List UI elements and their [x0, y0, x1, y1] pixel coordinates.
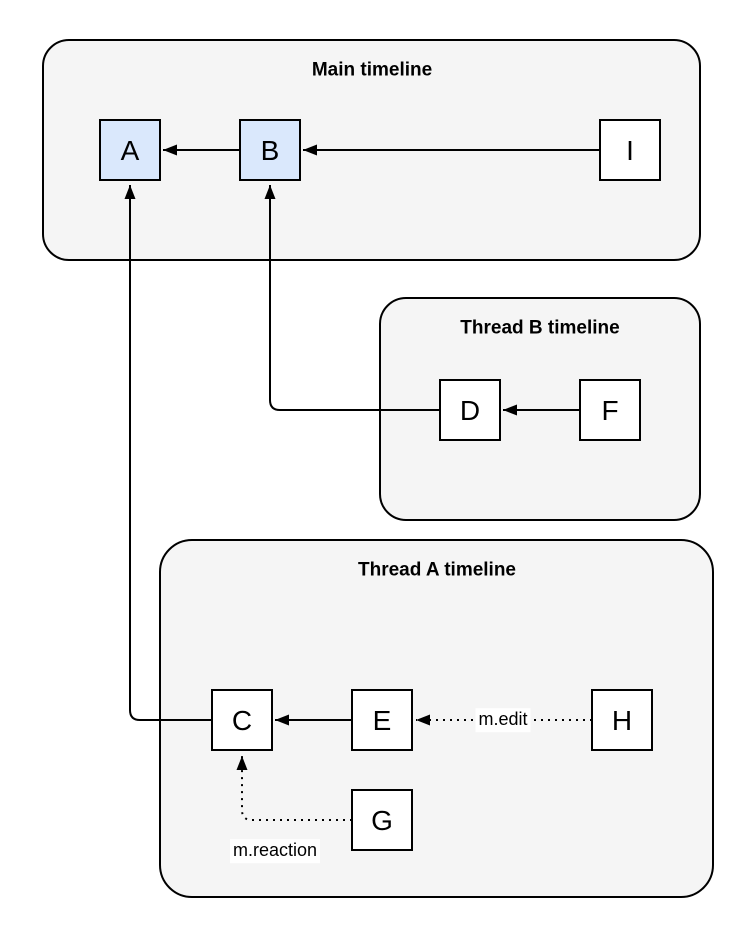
edge-c-to-a	[124, 185, 212, 721]
container-thread-a-timeline	[159, 539, 714, 898]
node-a-label: A	[120, 135, 140, 166]
edge-label-m-reaction: m.reaction	[229, 839, 321, 863]
node-c-label: C	[231, 705, 253, 736]
node-c	[211, 689, 273, 751]
node-i	[599, 119, 661, 181]
node-b	[239, 119, 301, 181]
node-e-label: E	[372, 705, 392, 736]
node-h	[591, 689, 653, 751]
node-g	[351, 789, 413, 851]
container-title-main-timeline: Main timeline	[311, 59, 433, 81]
node-i-label: I	[626, 135, 634, 166]
node-d	[439, 379, 501, 441]
node-a	[99, 119, 161, 181]
node-d-label: D	[459, 395, 481, 426]
container-title-thread-b-timeline: Thread B timeline	[460, 317, 620, 339]
node-f	[579, 379, 641, 441]
node-f-label: F	[601, 395, 619, 426]
node-g-label: G	[371, 805, 393, 836]
node-b-label: B	[260, 135, 280, 166]
container-title-thread-a-timeline: Thread A timeline	[357, 559, 517, 581]
edge-label-m-edit: m.edit	[475, 708, 531, 732]
node-e	[351, 689, 413, 751]
node-h-label: H	[611, 705, 633, 736]
edge-d-to-b	[264, 185, 440, 411]
